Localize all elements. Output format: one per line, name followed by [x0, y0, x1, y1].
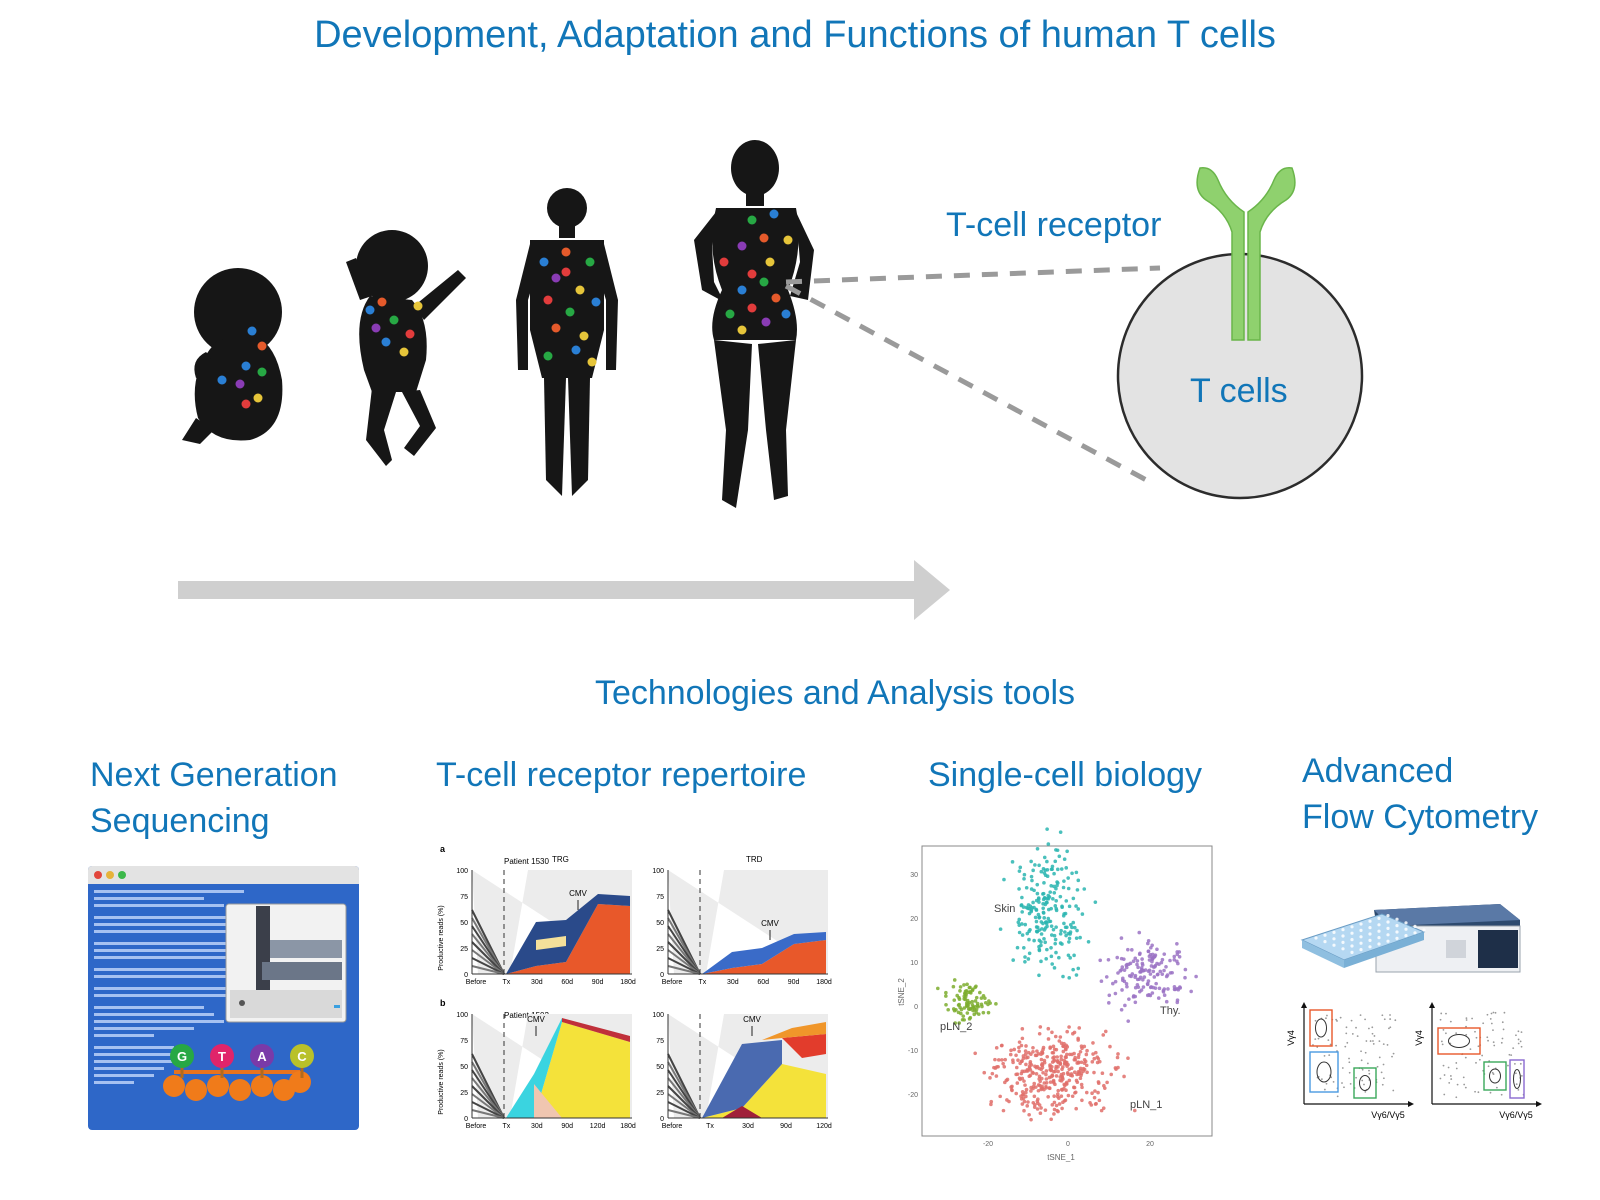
minimize-dot-icon [106, 871, 114, 879]
t-cells-label: T cells [1190, 372, 1288, 410]
close-dot-icon [94, 871, 102, 879]
tool-flow-line1: Advanced [1302, 752, 1454, 790]
child-silhouette [516, 188, 618, 496]
page-title: Development, Adaptation and Functions of… [314, 14, 1276, 56]
tool-flow-line2: Flow Cytometry [1302, 798, 1539, 836]
tool-flow-title: Advanced Flow Cytometry [1302, 748, 1538, 840]
tool-ngs-title: Next Generation Sequencing [90, 752, 338, 844]
fetus-silhouette [182, 268, 283, 444]
t-cell-receptor-icon [1196, 167, 1296, 341]
tool-ngs-line1: Next Generation [90, 756, 338, 794]
terminal-titlebar [88, 866, 359, 884]
t-cell-dots [217, 209, 793, 409]
woman-silhouette [694, 140, 814, 508]
maximize-dot-icon [118, 871, 126, 879]
baby-silhouette [346, 230, 466, 466]
tool-singlecell-title: Single-cell biology [928, 756, 1203, 794]
tool-repertoire-title: T-cell receptor repertoire [436, 756, 807, 794]
timeline-arrow [178, 560, 950, 620]
section-title: Technologies and Analysis tools [594, 674, 1076, 712]
tool-ngs-line2: Sequencing [90, 802, 270, 840]
zoom-lines [784, 265, 1161, 485]
ngs-terminal [88, 866, 359, 1130]
t-cell-receptor-label: T-cell receptor [946, 206, 1162, 244]
